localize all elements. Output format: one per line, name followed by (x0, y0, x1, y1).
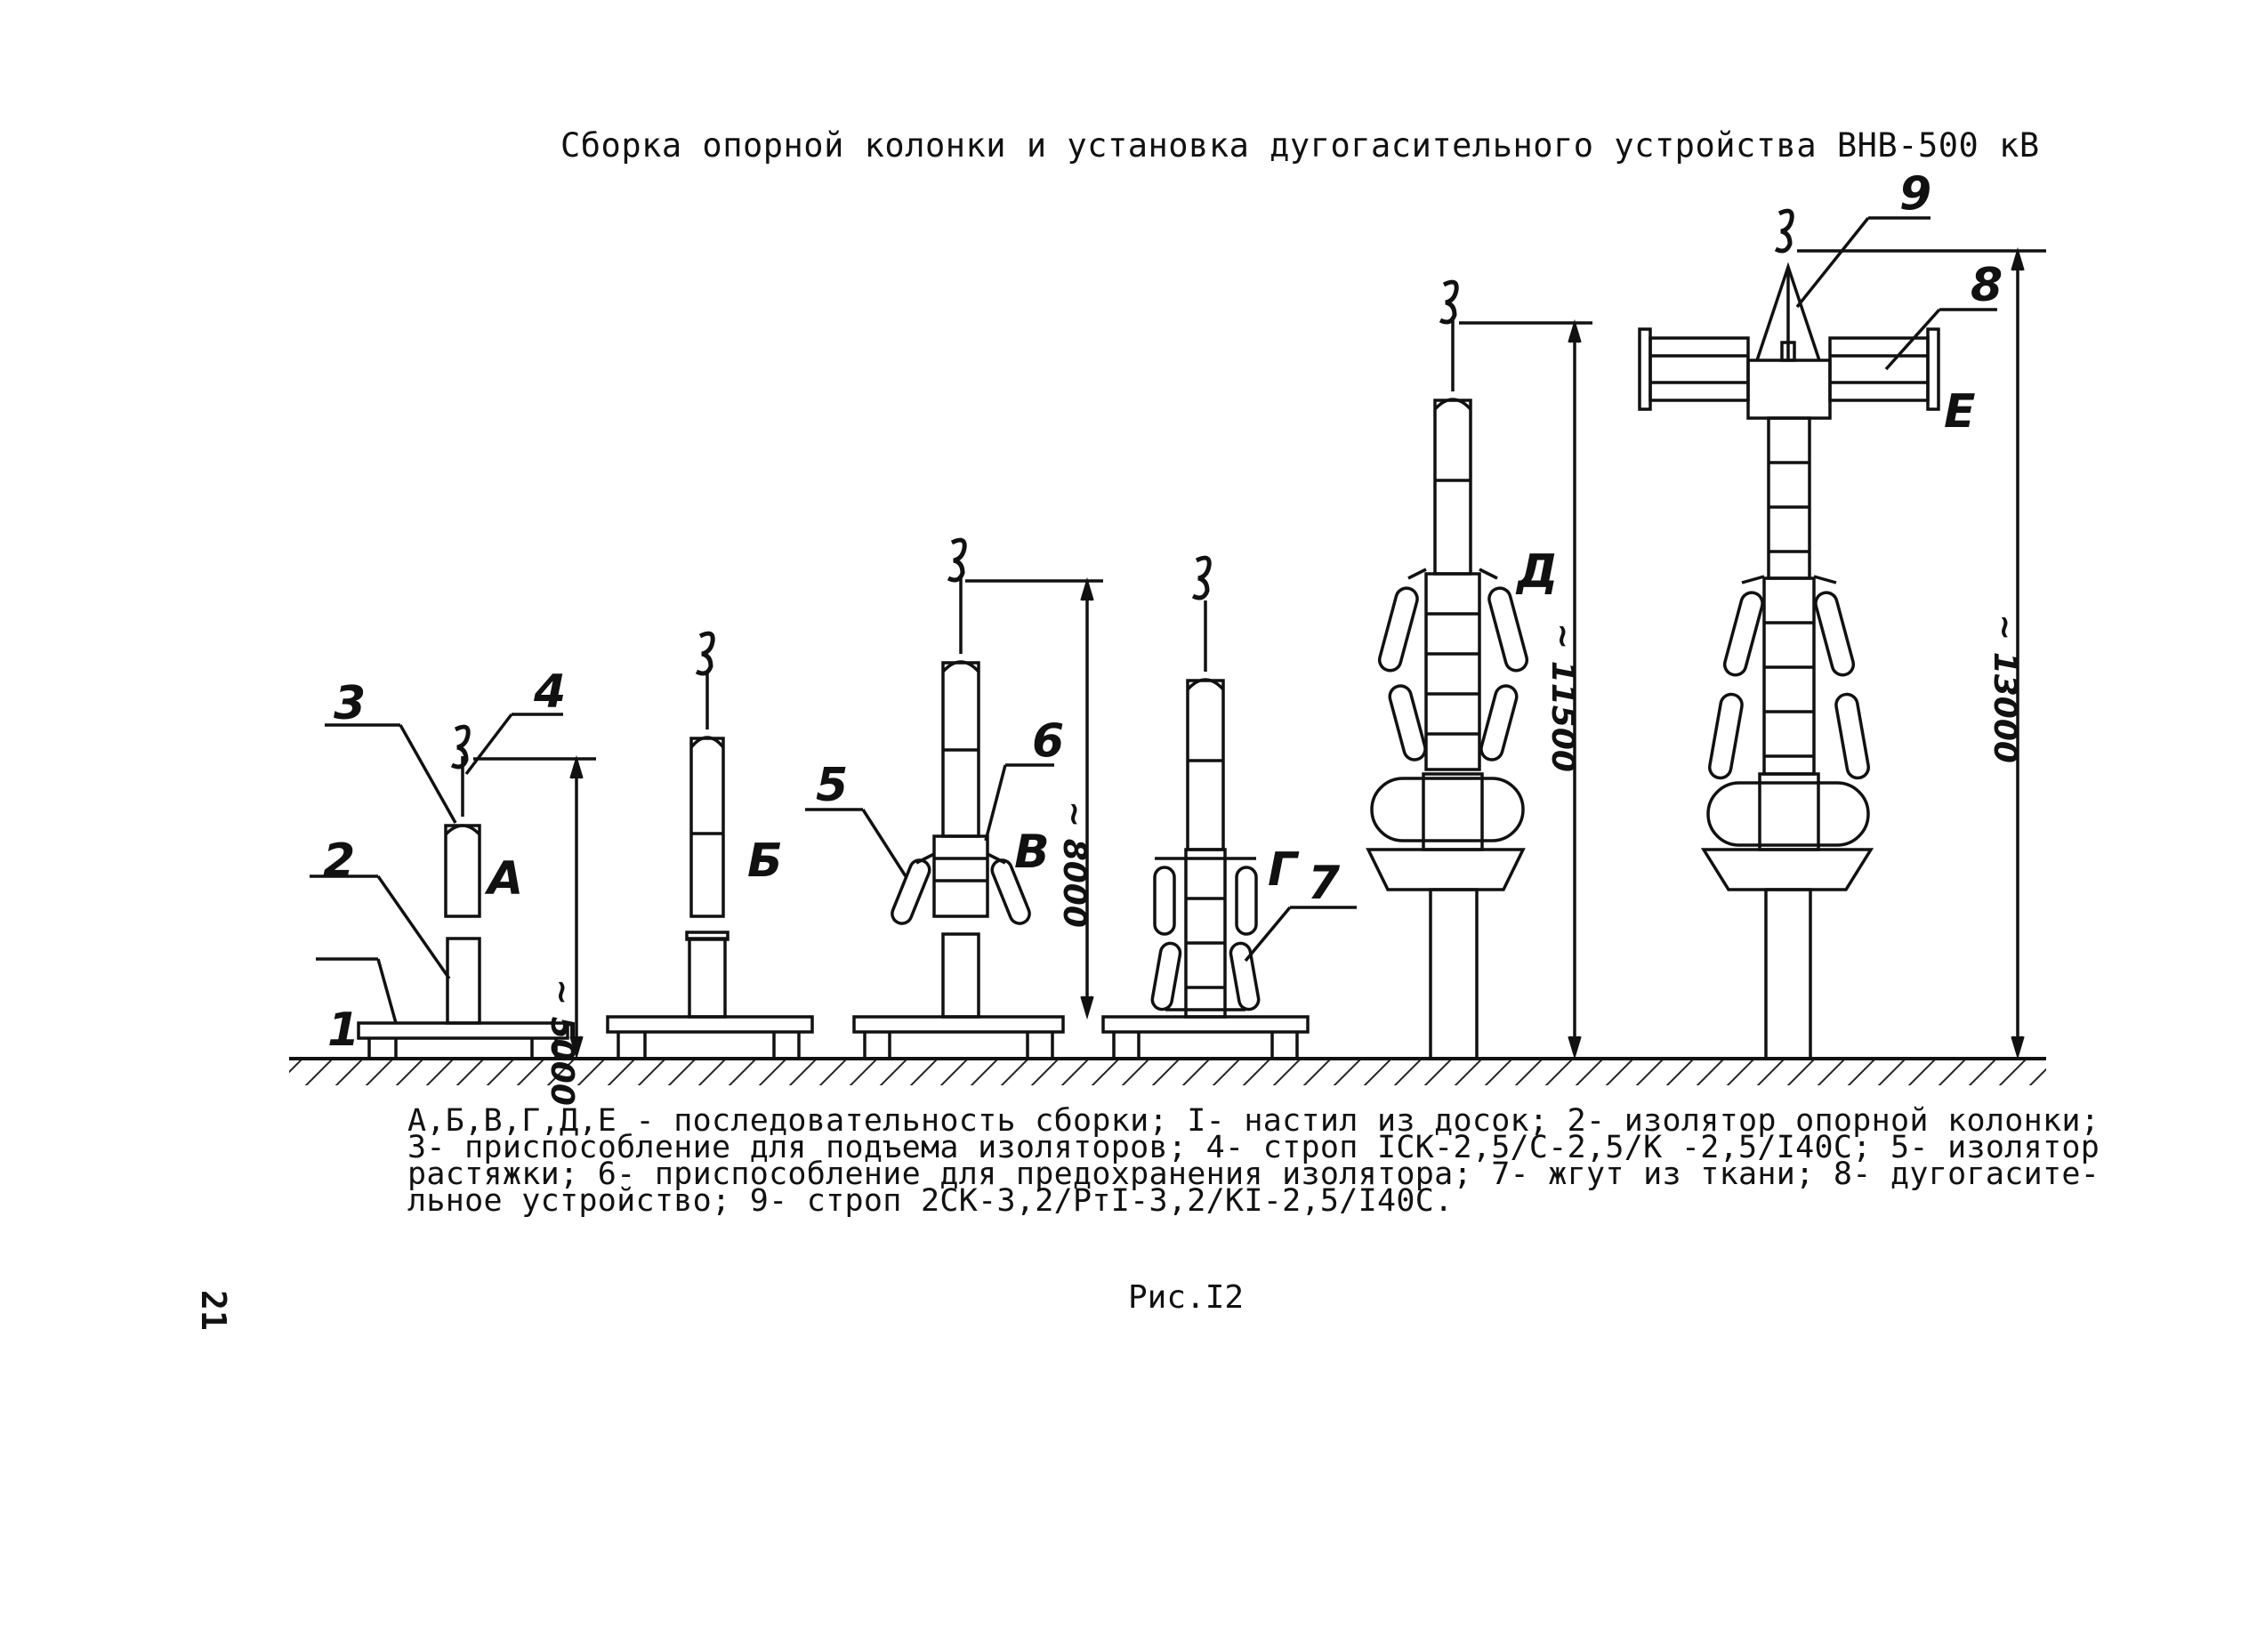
callout-9: 9 (1899, 167, 1931, 221)
callout-8: 8 (1971, 259, 2003, 312)
ground (289, 1057, 2046, 1085)
figure-number: Рис.I2 (1128, 1279, 1245, 1316)
caption-line: растяжки; 6- приспособление для предохра… (407, 1156, 2100, 1192)
stage-d (1366, 279, 1592, 1060)
page-number: 21 (194, 1290, 233, 1331)
lifted-insulator (444, 824, 481, 918)
dim-label-13000: ~ 13000 (1987, 614, 2023, 763)
stage-e (1638, 208, 2046, 1060)
caption-line: льное устройство; 9- строп 2СК-3,2/РтI-3… (407, 1183, 1454, 1219)
callout-4: 4 (533, 665, 566, 719)
caption-line: А,Б,В,Г,Д,Е - последовательность сборки;… (407, 1103, 2100, 1139)
stage-letter-g: Г (1268, 843, 1300, 897)
callout-3: 3 (334, 677, 366, 730)
stage-a (310, 713, 596, 1060)
callout-5: 5 (816, 759, 848, 812)
stage-letter-a: А (484, 852, 523, 906)
stage-b (606, 631, 814, 1059)
stage-g (1101, 555, 1357, 1059)
callout-1: 1 (327, 1003, 359, 1057)
figure-caption: А,Б,В,Г,Д,Е - последовательность сборки;… (407, 1103, 2100, 1219)
stage-letter-b: Б (747, 834, 783, 888)
dim-label-5000: ~ 5000 (544, 979, 580, 1106)
stage-letter-e: Е (1944, 385, 1976, 439)
callout-6: 6 (1032, 714, 1064, 768)
caption-line: 3- приспособление для подъема изоляторов… (407, 1130, 2100, 1165)
stage-letter-v: В (1014, 826, 1050, 879)
support-insulator (446, 937, 481, 1025)
callout-2: 2 (323, 834, 355, 888)
callout-7: 7 (1308, 857, 1341, 910)
page-title: Сборка опорной колонки и установка дугог… (560, 126, 2040, 165)
stage-letter-d: Д (1515, 545, 1558, 599)
stage-v (805, 537, 1103, 1059)
dim-label-8000: ~ 8000 (1056, 801, 1092, 928)
dim-label-11500: ~ 11500 (1544, 623, 1581, 772)
